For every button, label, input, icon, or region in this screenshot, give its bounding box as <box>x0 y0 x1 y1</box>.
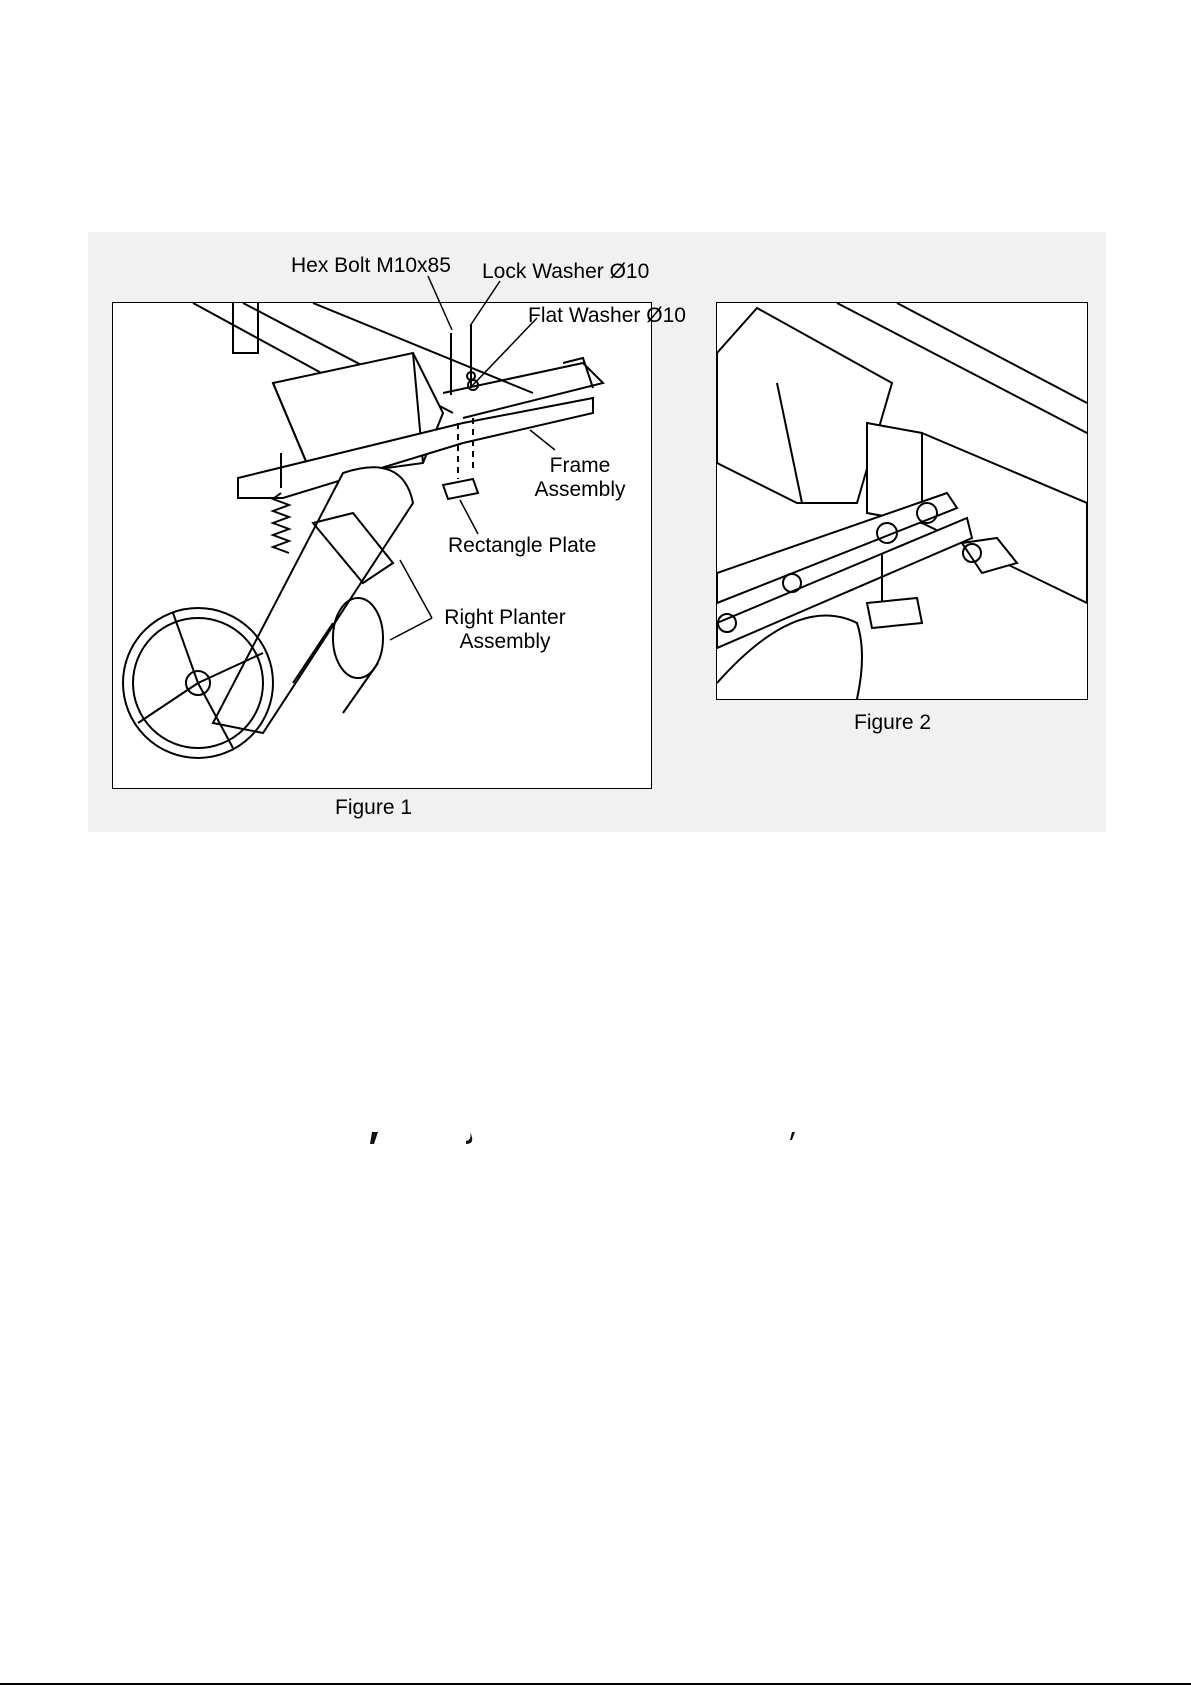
right-planter-assembly-label: Right Planter Assembly <box>430 606 580 654</box>
frame-assembly-label-line2: Assembly <box>520 478 640 502</box>
flat-washer-label: Flat Washer Ø10 <box>528 304 686 328</box>
lock-washer-label: Lock Washer Ø10 <box>482 260 649 284</box>
mount-detail-drawing <box>717 303 1087 699</box>
figure-2-illustration <box>716 302 1088 700</box>
figure-1-caption: Figure 1 <box>335 796 412 820</box>
rectangle-plate-label: Rectangle Plate <box>448 534 596 558</box>
right-planter-label-line2: Assembly <box>430 630 580 654</box>
frame-assembly-label-line1: Frame <box>520 454 640 478</box>
figure-2-caption: Figure 2 <box>854 711 931 735</box>
right-planter-label-line1: Right Planter <box>430 606 580 630</box>
hex-bolt-label: Hex Bolt M10x85 <box>291 254 451 278</box>
frame-assembly-label: Frame Assembly <box>520 454 640 502</box>
